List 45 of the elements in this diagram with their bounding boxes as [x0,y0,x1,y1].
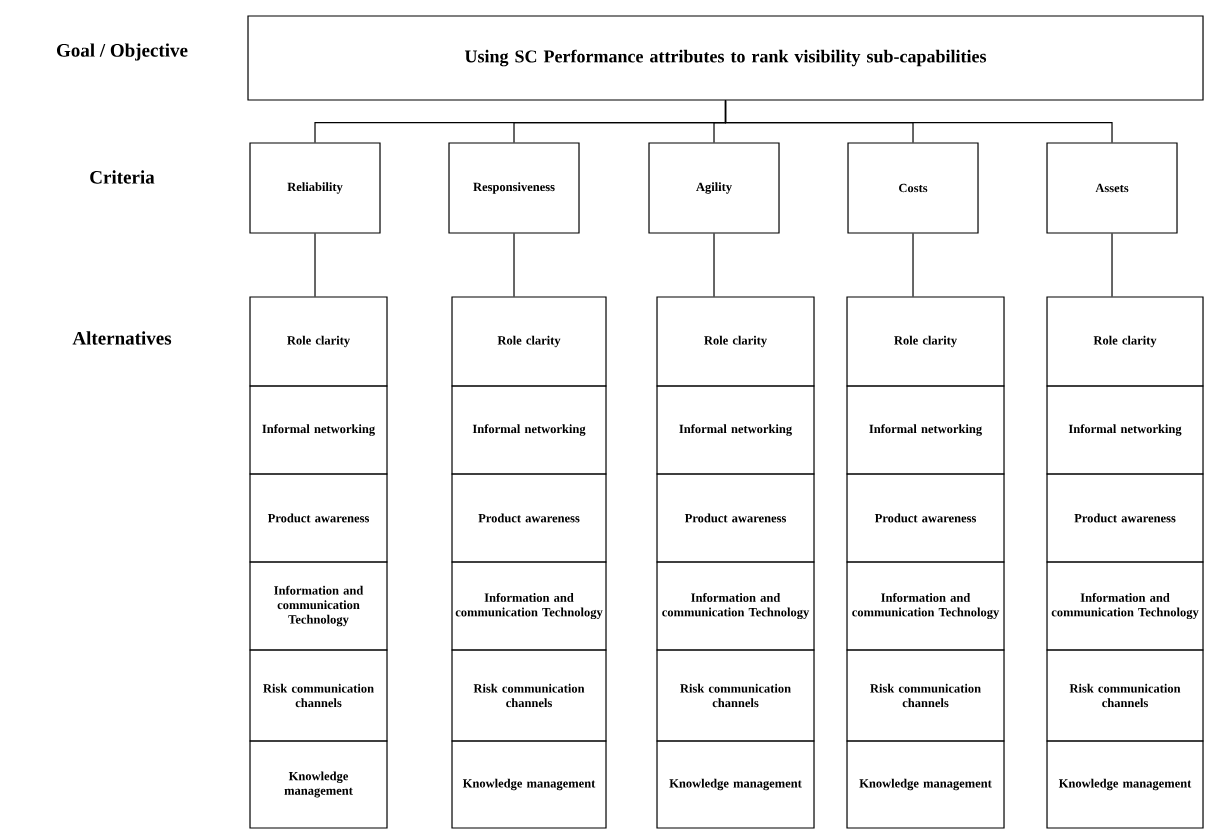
alternative-cell: Risk communication channels [1046,649,1204,742]
alternative-cell: Product awareness [451,473,607,563]
alternative-cell: Information and communication Technology [656,561,815,651]
criterion-box: Reliability [249,142,381,234]
alternative-cell: Risk communication channels [846,649,1005,742]
alternative-cell: Knowledge management [656,740,815,829]
criterion-box: Assets [1046,142,1178,234]
criterion-box: Responsiveness [448,142,580,234]
goal-box: Using SC Performance attributes to rank visibility sub-capabilities [247,15,1204,101]
alternative-cell: Information and communication Technology [846,561,1005,651]
alternative-cell: Informal networking [249,385,388,475]
alternative-cell: Informal networking [656,385,815,475]
level-label: Goal / Objective [56,43,188,61]
alternative-cell: Information and communication Technology [1046,561,1204,651]
alternative-cell: Role clarity [1046,296,1204,387]
alternative-cell: Informal networking [1046,385,1204,475]
level-label: Criteria [90,170,155,184]
connector-line [912,233,914,297]
alternative-cell: Role clarity [249,296,388,387]
alternative-cell: Product awareness [249,473,388,563]
alternative-cell: Knowledge management [846,740,1005,829]
alternative-cell: Informal networking [846,385,1005,475]
alternative-cell: Role clarity [656,296,815,387]
alternative-cell: Product awareness [1046,473,1204,563]
alternative-cell: Informal networking [451,385,607,475]
level-label: Alternatives [72,331,172,345]
alternative-cell: Risk communication channels [249,649,388,742]
criterion-box: Costs [847,142,979,234]
alternative-cell: Product awareness [846,473,1005,563]
alternative-cell: Information and communication Technology [249,561,388,651]
alternative-cell: Knowledge management [451,740,607,829]
connector-line [513,233,515,297]
alternative-cell: Role clarity [451,296,607,387]
alternative-cell: Risk communication channels [656,649,815,742]
connector-line [1111,233,1113,297]
alternative-cell: Product awareness [656,473,815,563]
alternative-cell: Risk communication channels [451,649,607,742]
connector-line [713,233,715,297]
alternative-cell: Information and communication Technology [451,561,607,651]
alternative-cell: Role clarity [846,296,1005,387]
connector-line [314,233,316,297]
criterion-box: Agility [648,142,780,234]
alternative-cell: Knowledge management [249,740,388,829]
alternative-cell: Knowledge management [1046,740,1204,829]
connector-line [724,100,1113,143]
